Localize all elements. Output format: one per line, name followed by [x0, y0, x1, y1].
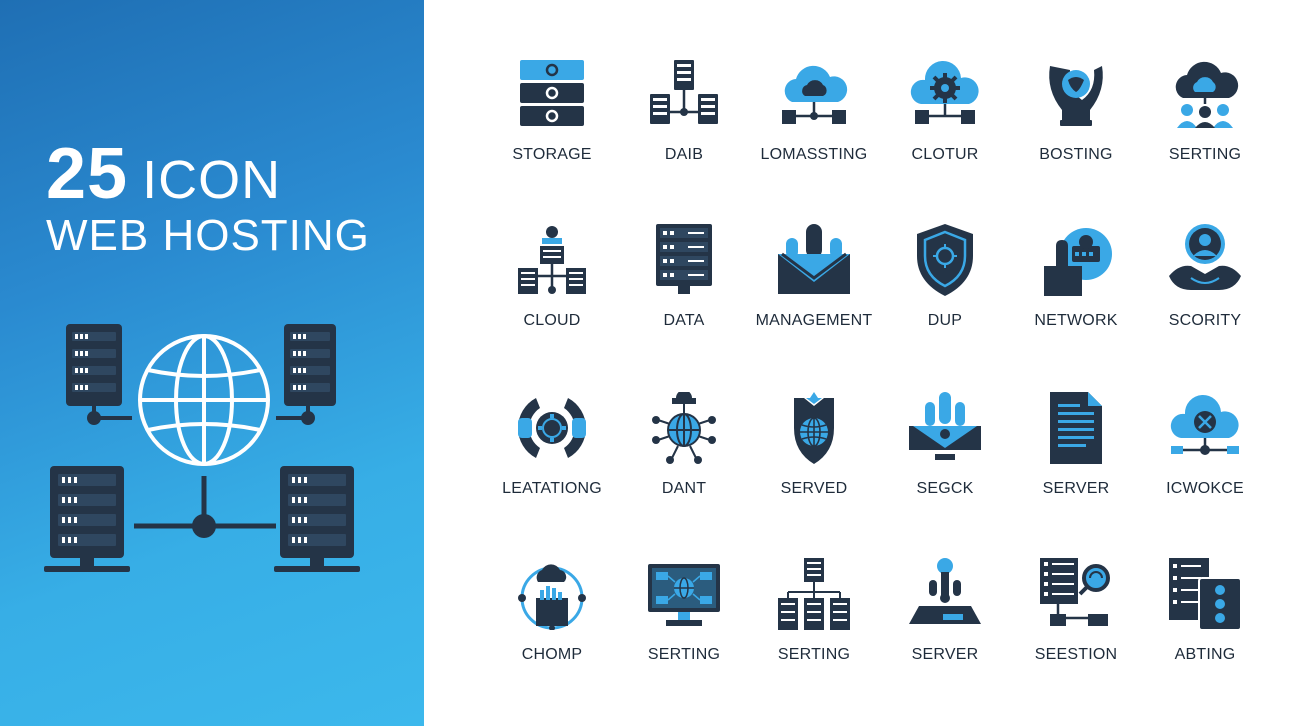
icon-tile-scority: SCORITY: [1140, 224, 1270, 364]
icon-tile-dant: DANT: [619, 392, 749, 532]
icon-tile-serting-2: SERTING: [619, 558, 749, 698]
icon-tile-lomassting: LOMASSTING: [749, 58, 879, 198]
icon-tile-clotur: CLOTUR: [880, 58, 1010, 198]
server-icon: [44, 466, 130, 572]
icon-label: SCORITY: [1168, 312, 1242, 329]
cloud-box-cycle-icon: [518, 564, 586, 630]
icon-label: BOSTING: [1039, 146, 1113, 163]
icon-tile-storage: STORAGE: [487, 58, 617, 198]
title-word: ICON: [142, 150, 282, 210]
laptop-rocket-icon: [909, 558, 981, 624]
hand-gear-icon: [1044, 228, 1112, 296]
server-hierarchy-icon: [518, 226, 586, 294]
icon-label: DAIB: [664, 146, 704, 163]
icon-label: LOMASSTING: [760, 146, 868, 163]
cloud-network-icon: [782, 65, 848, 124]
icon-label: SERTING: [647, 646, 721, 663]
icon-label: SERVER: [1042, 480, 1110, 497]
envelope-icon: [778, 224, 850, 294]
icon-tile-server-2: SERVER: [880, 558, 1010, 698]
title-number: 25: [46, 134, 129, 214]
icon-tile-network: NETWORK: [1011, 224, 1141, 364]
icon-label: DATA: [663, 312, 705, 329]
icon-label: LEATATIONG: [502, 480, 602, 497]
handshake-person-icon: [1169, 224, 1241, 290]
subtitle: WEB HOSTING: [46, 211, 370, 260]
icon-tile-segck: SEGCK: [880, 392, 1010, 532]
icon-label: SEESTION: [1034, 646, 1118, 663]
icon-tile-leatationg: LEATATIONG: [487, 392, 617, 532]
monitor-network-icon: [648, 564, 720, 626]
icon-label: SEGCK: [916, 480, 974, 497]
shield-globe-icon: [794, 392, 834, 464]
sync-gear-icon: [518, 398, 586, 458]
icon-tile-served: SERVED: [749, 392, 879, 532]
icon-label: SERTING: [1168, 146, 1242, 163]
server-icon: [66, 324, 132, 425]
tray-flame-icon: [909, 392, 981, 460]
storage-drive-icon: [520, 60, 584, 126]
icon-tile-serting: SERTING: [1140, 58, 1270, 198]
icon-tile-seestion: SEESTION: [1011, 558, 1141, 698]
web-hosting-network-icon: [44, 324, 360, 572]
server-stack-icon: [1169, 558, 1241, 630]
icon-tile-daib: DAIB: [619, 58, 749, 198]
icon-tile-abting: ABTING: [1140, 558, 1270, 698]
icon-tile-data: DATA: [619, 224, 749, 364]
icon-tile-dup: DUP: [880, 224, 1010, 364]
icon-label: SERVED: [780, 480, 848, 497]
icon-grid: STORAGE DAIB LOMASSTING: [424, 0, 1290, 726]
globe-network-icon: [652, 392, 716, 464]
icon-label: ABTING: [1174, 646, 1236, 663]
server-icon: [276, 324, 336, 425]
server-search-icon: [1040, 558, 1110, 626]
icon-label: MANAGEMENT: [755, 312, 873, 329]
icon-tile-icwokce: ICWOKCE: [1140, 392, 1270, 532]
cloud-gear-icon: [910, 60, 979, 124]
icon-label: SERTING: [777, 646, 851, 663]
icon-label: CLOTUR: [911, 146, 979, 163]
server-tree-icon: [778, 558, 850, 630]
icon-label: DANT: [661, 480, 707, 497]
shield-icon: [917, 224, 973, 296]
server-network-icon: [650, 60, 718, 124]
icon-tile-chomp: CHOMP: [487, 558, 617, 698]
server-icon: [274, 466, 360, 572]
icon-label: NETWORK: [1034, 312, 1118, 329]
icon-label: CLOUD: [523, 312, 581, 329]
document-icon: [1050, 392, 1102, 464]
hands-globe-icon: [1049, 66, 1103, 126]
server-rack-icon: [656, 224, 712, 294]
icon-tile-management: MANAGEMENT: [749, 224, 879, 364]
cloud-people-icon: [1175, 61, 1239, 128]
icon-tile-serting-3: SERTING: [749, 558, 879, 698]
icon-tile-server: SERVER: [1011, 392, 1141, 532]
icon-label: CHOMP: [521, 646, 583, 663]
icon-label: DUP: [927, 312, 963, 329]
icon-label: ICWOKCE: [1166, 480, 1244, 497]
icon-label: SERVER: [911, 646, 979, 663]
globe-icon: [138, 334, 270, 466]
cloud-link-icon: [1170, 394, 1239, 455]
icon-label: STORAGE: [512, 146, 592, 163]
icon-tile-cloud: CLOUD: [487, 224, 617, 364]
icon-tile-bosting: BOSTING: [1011, 58, 1141, 198]
